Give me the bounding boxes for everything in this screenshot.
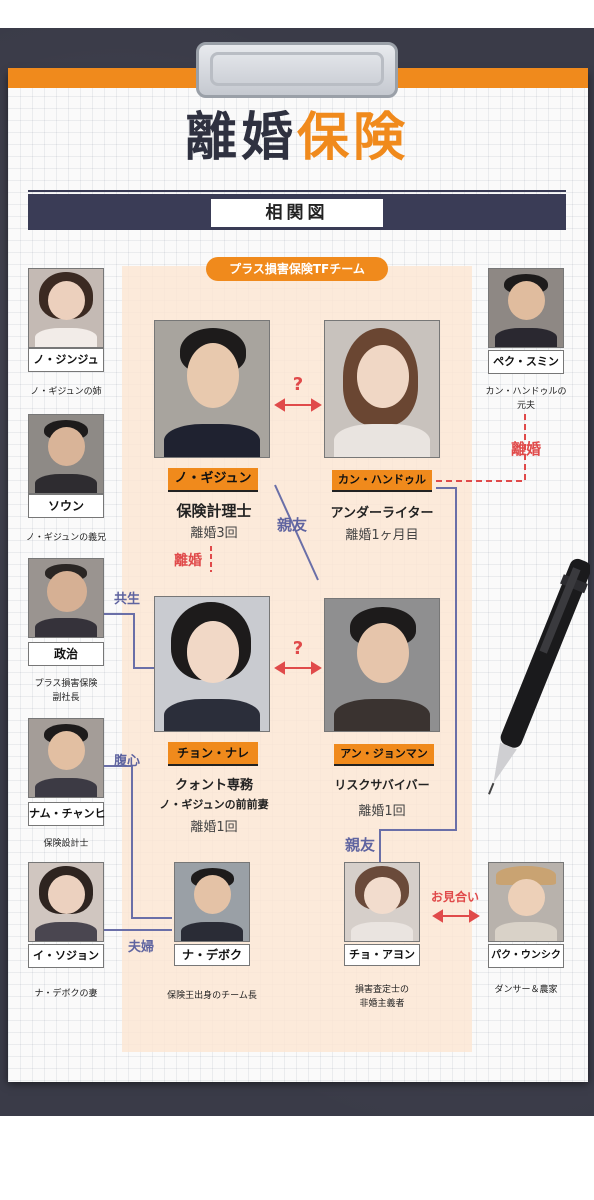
photo-jeongnare — [154, 596, 270, 732]
desc-nojinju: ノ・ギジュンの姉 — [30, 387, 102, 397]
note2-jeongnare: ノ・ギジュンの前前妻 — [159, 798, 269, 811]
name-isojin: イ・ソジョン — [28, 944, 104, 968]
photo-isojin — [28, 862, 104, 942]
name-peksumin: ペク・スミン — [488, 350, 564, 374]
label-couple: 夫婦 — [127, 940, 154, 955]
chart-heading: 相関図 — [210, 198, 384, 228]
line-kang-cho-friend — [379, 487, 457, 862]
photo-kanghandul — [324, 320, 440, 458]
label-symbiosis: 共生 — [113, 592, 140, 607]
desc2-peksumin: 元夫 — [516, 401, 535, 411]
note-nogijun: 離婚3回 — [190, 526, 238, 541]
name-kanghandul: カン・ハンドゥル — [332, 470, 432, 492]
photo-pakunsik — [488, 862, 564, 942]
name-jeongnare: チョン・ナレ — [168, 742, 258, 766]
title-rule — [28, 190, 566, 192]
clipboard-clip-icon — [196, 42, 398, 98]
clip-inner-ring — [210, 52, 384, 86]
name-nojinju: ノ・ジンジュ — [28, 348, 104, 372]
arrow-omiai — [432, 909, 480, 923]
name-pakunsik: パク・ウンシク — [488, 944, 564, 968]
name-namchanhi: ナム・チャンヒ — [28, 802, 106, 826]
logo-part2: 保険 — [297, 108, 410, 168]
photo-peksumin — [488, 268, 564, 348]
role-anjeongman: リスクサバイバー — [334, 778, 430, 792]
note-kanghandul: 離婚1ヶ月目 — [345, 528, 419, 543]
label-q2: ? — [292, 638, 304, 659]
role-jeongnare: クォント専務 — [174, 778, 253, 793]
name-soun: ソウン — [28, 494, 104, 518]
line-noh-ahn-friend — [274, 484, 319, 581]
desc-soun: ノ・ギジュンの義兄 — [25, 533, 107, 543]
photo-nogijun — [154, 320, 270, 458]
team-label: プラス損害保険TFチーム — [206, 257, 388, 281]
desc2-seiji: 副社長 — [52, 693, 80, 703]
desc1-choayeon: 損害査定士の — [354, 985, 409, 995]
photo-choayeon — [344, 862, 420, 942]
label-q1: ? — [292, 374, 304, 395]
desc-nadeboku: 保険王出身のチーム長 — [167, 991, 257, 1001]
desc1-seiji: プラス損害保険 — [34, 679, 98, 689]
note-anjeongman: 離婚1回 — [358, 804, 406, 819]
label-divorce-kang-baek: 離婚 — [510, 440, 541, 458]
name-seiji: 政治 — [28, 642, 104, 666]
line-nam-na-confidant — [104, 765, 172, 919]
role-nogijun: 保険計理士 — [176, 502, 252, 520]
arrow-q2 — [274, 661, 322, 675]
label-omiai: お見合い — [430, 890, 479, 904]
label-friend-kang-cho: 親友 — [344, 836, 375, 854]
label-friend-noh-ahn: 親友 — [276, 516, 307, 534]
name-choayeon: チョ・アヨン — [344, 944, 420, 966]
show-logo: 離婚保険 — [0, 104, 594, 172]
desc1-peksumin: カン・ハンドゥルの — [485, 387, 567, 397]
label-divorce-noh-jeong: 離婚 — [174, 553, 202, 569]
name-nogijun: ノ・ギジュン — [168, 468, 258, 492]
photo-seiji — [28, 558, 104, 638]
desc-namchanhi: 保険設計士 — [43, 839, 89, 849]
desc2-choayeon: 非婚主義者 — [359, 999, 405, 1009]
label-confidant: 腹心 — [113, 754, 140, 769]
photo-nojinju — [28, 268, 104, 348]
logo-part1: 離婚 — [184, 108, 297, 168]
photo-namchanhi — [28, 718, 104, 798]
role-kanghandul: アンダーライター — [330, 506, 434, 521]
desc-pakunsik: ダンサー＆農家 — [494, 985, 558, 995]
photo-nadeboku — [174, 862, 250, 942]
note-jeongnare: 離婚1回 — [190, 820, 238, 835]
desc-isojin: ナ・デボクの妻 — [34, 989, 98, 999]
arrow-q1 — [274, 398, 322, 412]
photo-anjeongman — [324, 598, 440, 732]
photo-soun — [28, 414, 104, 494]
name-anjeongman: アン・ジョンマン — [334, 744, 434, 766]
pen-icon — [488, 558, 590, 795]
line-seiji-jeong-symbiosis — [104, 613, 156, 669]
name-nadeboku: ナ・デボク — [174, 944, 250, 966]
